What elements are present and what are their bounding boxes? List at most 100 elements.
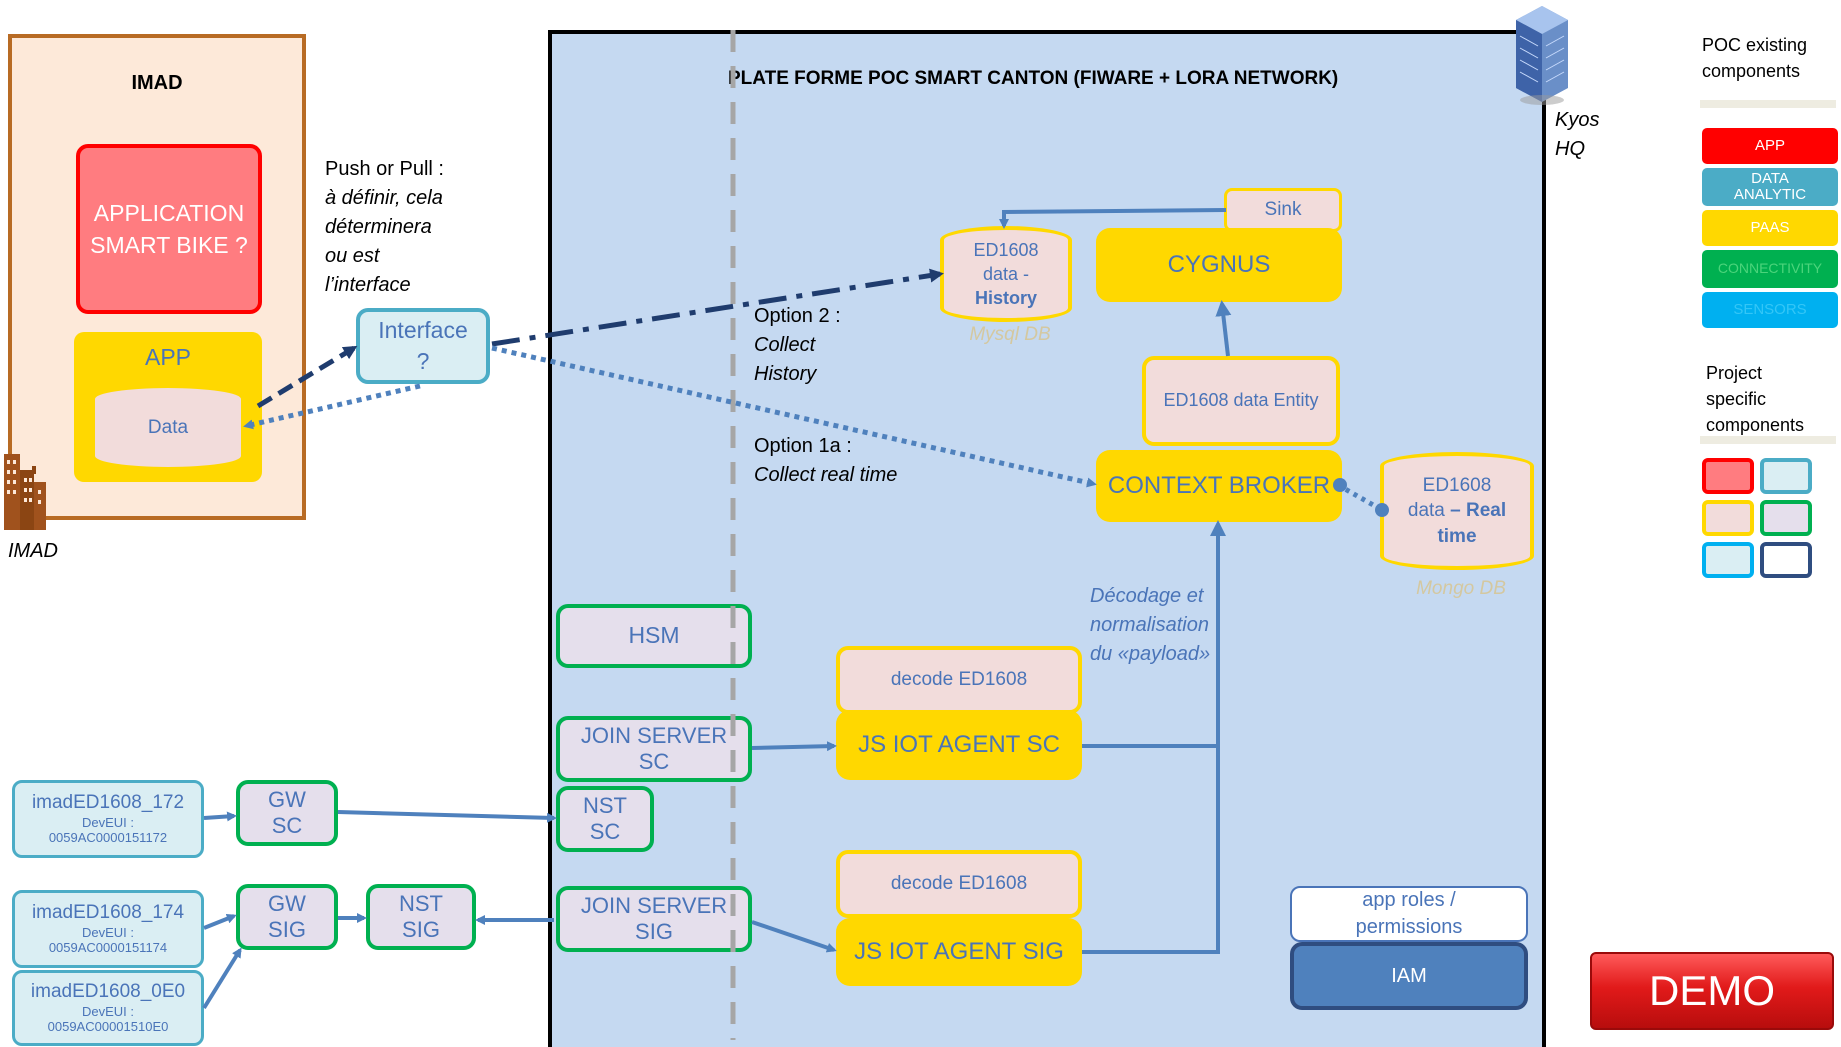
imad-data-cylinder[interactable]: Data	[92, 385, 244, 470]
push-pull-line4: ou est	[325, 245, 380, 267]
device-name: imadED1608_174	[31, 902, 185, 923]
gw-sc-to-nst-line	[337, 810, 557, 823]
dev0e0-to-gw-line	[202, 947, 242, 1010]
history-db-line3: History	[974, 288, 1037, 309]
realtime-db-cylinder[interactable]: ED1608 data – Real time	[1380, 452, 1534, 570]
nst-sc-box[interactable]: NST SC	[556, 786, 654, 852]
entity-to-cygnus-line	[1215, 300, 1232, 357]
legend-connectivity: CONNECTIVITY	[1702, 250, 1838, 288]
entity-box[interactable]: ED1608 data Entity	[1142, 356, 1340, 446]
legend-divider-top	[1700, 100, 1836, 108]
agent-sc-box[interactable]: JS IOT AGENT SC	[836, 710, 1082, 780]
app-roles-box[interactable]: app roles / permissions	[1290, 886, 1528, 942]
sink-box[interactable]: Sink	[1224, 188, 1342, 232]
demo-button[interactable]: DEMO	[1590, 952, 1834, 1030]
agent-sig-to-broker-line	[1082, 746, 1220, 954]
decode-sc-box[interactable]: decode ED1608	[836, 646, 1082, 714]
dev172-to-gw-line	[203, 811, 237, 822]
gw-sig-box[interactable]: GW SIG	[236, 884, 338, 950]
device-box-172[interactable]: imadED1608_172 DevEUI : 0059AC0000151172	[12, 780, 204, 858]
option1a-line	[491, 345, 1097, 488]
device-eui-label: DevEUI :	[81, 1003, 134, 1019]
legend-sensors: SENSORS	[1702, 292, 1838, 328]
join-sig-to-agent-line	[751, 920, 837, 953]
device-eui: 0059AC0000151172	[48, 830, 168, 846]
device-name: imadED1608_0E0	[30, 981, 186, 1002]
dev174-to-gw-line	[203, 913, 237, 930]
option1a-note: Option 1a : Collect real time	[754, 432, 974, 490]
sink-to-history-line	[999, 208, 1227, 229]
mongo-label: Mongo DB	[1416, 578, 1506, 599]
decodage-line3: du «payload»	[1090, 643, 1211, 665]
push-pull-note: Push or Pull : à définir, cela détermine…	[325, 155, 495, 300]
legend-data-analytic: DATA ANALYTIC	[1702, 168, 1838, 206]
history-db-cylinder[interactable]: ED1608 data - History	[940, 226, 1072, 322]
realtime-db-line2: data	[1407, 500, 1445, 522]
agent-sig-box[interactable]: JS IOT AGENT SIG	[836, 918, 1082, 986]
join-server-sc-box[interactable]: JOIN SERVER SC	[556, 716, 752, 782]
nst-sig-box[interactable]: NST SIG	[366, 884, 476, 950]
history-db-line2: data -	[982, 263, 1030, 284]
server-tower-icon	[1514, 6, 1570, 106]
realtime-db-line2-wrap: data – Real	[1408, 498, 1506, 524]
option1a-title: Option 1a :	[754, 435, 852, 457]
device-box-0e0[interactable]: imadED1608_0E0 DevEUI : 0059AC00001510E0	[12, 970, 204, 1046]
legend-divider-bottom	[1700, 436, 1836, 444]
agent-sc-to-broker-line	[1082, 520, 1226, 748]
option2-line2: History	[754, 363, 817, 385]
hsm-box[interactable]: HSM	[556, 604, 752, 668]
legend-mini-green	[1760, 500, 1812, 536]
option1a-line1: Collect real time	[754, 464, 898, 486]
decodage-line2: normalisation	[1090, 614, 1209, 636]
legend-existing-title: POC existing components	[1702, 35, 1808, 81]
legend-mini-cyan	[1702, 542, 1754, 578]
mysql-label: Mysql DB	[969, 324, 1051, 345]
push-pull-line5: l’interface	[325, 274, 411, 296]
imad-app-label: APP	[144, 344, 192, 370]
device-eui: 0059AC0000151174	[48, 940, 168, 956]
join-sc-to-agent-line	[751, 741, 837, 752]
imad-footer-label: IMAD	[8, 540, 58, 562]
realtime-db-line2b: – Real	[1444, 500, 1507, 522]
legend-mini-yellow	[1702, 500, 1754, 536]
push-pull-line1: Push or Pull :	[325, 158, 444, 180]
option2-note: Option 2 : Collect History	[754, 302, 874, 389]
imad-title: IMAD	[131, 72, 183, 94]
realtime-connector-dot	[1375, 503, 1389, 517]
interface-to-data-line	[243, 383, 421, 430]
history-db-line1: ED1608	[973, 239, 1039, 260]
interface-box[interactable]: Interface ?	[356, 308, 490, 384]
app-smart-bike-box[interactable]: APPLICATION SMART BIKE ?	[76, 144, 262, 314]
device-eui-label: DevEUI :	[81, 924, 134, 940]
legend-mini-navy	[1760, 542, 1812, 578]
building-icon	[2, 448, 48, 530]
device-eui-label: DevEUI :	[81, 814, 134, 830]
legend-project-title: Project specific components	[1706, 363, 1805, 435]
join-server-sig-box[interactable]: JOIN SERVER SIG	[556, 886, 752, 952]
gw-sc-box[interactable]: GW SC	[236, 780, 338, 846]
device-name: imadED1608_172	[31, 792, 185, 813]
push-pull-line3: déterminera	[325, 216, 432, 238]
device-box-174[interactable]: imadED1608_174 DevEUI : 0059AC0000151174	[12, 890, 204, 968]
decode-sig-box[interactable]: decode ED1608	[836, 850, 1082, 918]
iam-box[interactable]: IAM	[1290, 942, 1528, 1010]
broker-connector-dot	[1333, 478, 1347, 492]
decodage-line1: Décodage et	[1090, 585, 1204, 607]
decodage-note: Décodage et normalisation du «payload»	[1090, 582, 1250, 669]
push-pull-line2: à définir, cela	[325, 187, 443, 209]
option2-title: Option 2 :	[754, 305, 841, 327]
legend-mini-red	[1702, 458, 1754, 494]
option2-line1: Collect	[754, 334, 816, 356]
cygnus-box[interactable]: CYGNUS	[1096, 228, 1342, 302]
kyos-label: Kyos HQ	[1555, 109, 1600, 160]
option2-line	[491, 268, 944, 347]
platform-title: PLATE FORME POC SMART CANTON (FIWARE + L…	[728, 68, 1339, 89]
context-broker-box[interactable]: CONTEXT BROKER	[1096, 450, 1342, 522]
legend-app: APP	[1702, 128, 1838, 164]
realtime-db-line1: ED1608	[1422, 474, 1492, 496]
legend-mini-teal	[1760, 458, 1812, 494]
legend-paas: PAAS	[1702, 210, 1838, 246]
realtime-db-line3: time	[1437, 525, 1477, 547]
device-eui: 0059AC00001510E0	[47, 1019, 169, 1035]
